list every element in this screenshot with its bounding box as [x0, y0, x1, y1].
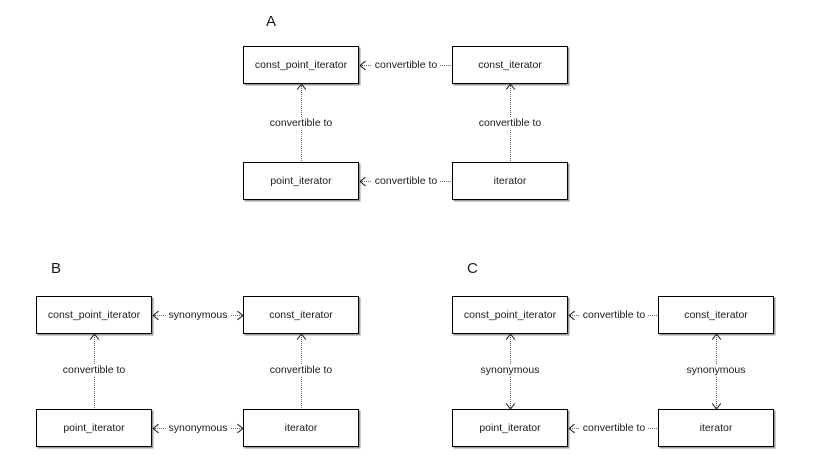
edge-label-a-left-vertical: convertible to	[266, 117, 336, 129]
node-c-const-point-iterator[interactable]: const_point_iterator	[452, 296, 568, 334]
edge-label-a-top-horizontal: convertible to	[371, 59, 441, 71]
panel-label-a: A	[266, 13, 277, 30]
edge-label-b-top-horizontal: synonymous	[165, 309, 231, 321]
edge-label-b-bottom-horizontal: synonymous	[165, 422, 231, 434]
node-c-iterator[interactable]: iterator	[658, 409, 774, 447]
node-a-const-point-iterator[interactable]: const_point_iterator	[243, 46, 359, 84]
node-c-point-iterator[interactable]: point_iterator	[452, 409, 568, 447]
edge-label-a-right-vertical: convertible to	[475, 117, 545, 129]
node-b-const-point-iterator[interactable]: const_point_iterator	[36, 296, 152, 334]
panel-label-c: C	[467, 260, 479, 277]
edge-label-c-left-vertical: synonymous	[477, 364, 543, 376]
node-b-const-iterator[interactable]: const_iterator	[243, 296, 359, 334]
panel-label-b: B	[51, 260, 62, 277]
node-b-iterator[interactable]: iterator	[243, 409, 359, 447]
edge-label-c-top-horizontal: convertible to	[579, 309, 649, 321]
node-b-point-iterator[interactable]: point_iterator	[36, 409, 152, 447]
node-a-iterator[interactable]: iterator	[452, 162, 568, 200]
node-a-const-iterator[interactable]: const_iterator	[452, 46, 568, 84]
edge-label-c-bottom-horizontal: convertible to	[579, 422, 649, 434]
node-a-point-iterator[interactable]: point_iterator	[243, 162, 359, 200]
edge-label-b-right-vertical: convertible to	[266, 364, 336, 376]
edge-label-c-right-vertical: synonymous	[683, 364, 749, 376]
node-c-const-iterator[interactable]: const_iterator	[658, 296, 774, 334]
edge-label-b-left-vertical: convertible to	[59, 364, 129, 376]
edge-label-a-bottom-horizontal: convertible to	[371, 175, 441, 187]
